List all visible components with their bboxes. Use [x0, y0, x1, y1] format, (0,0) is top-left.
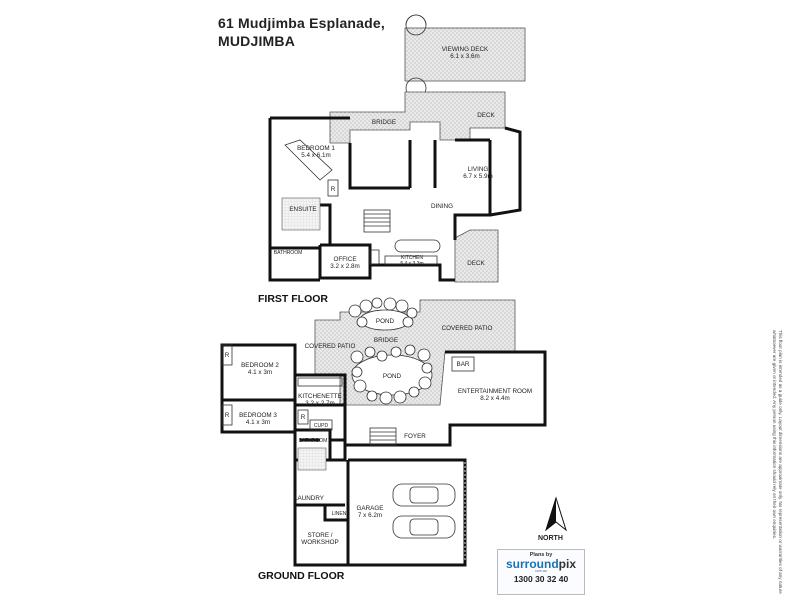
- robe-bedroom3: [221, 404, 233, 426]
- office-label: OFFICE: [333, 256, 356, 263]
- linen-label: LINEN: [332, 511, 347, 517]
- ground-floor-label: GROUND FLOOR: [258, 570, 345, 582]
- living-size: 6.7 x 5.9m: [463, 173, 492, 180]
- bedroom1-wardrobe: [284, 139, 333, 181]
- pantry-first-floor: [369, 249, 380, 265]
- robe-bedroom2-label: R: [225, 352, 230, 359]
- robe-kitchenette-label: R: [301, 414, 306, 421]
- address-line-1: 61 Mudjimba Esplanade,: [218, 15, 385, 31]
- viewing-deck-size: 6.1 x 3.6m: [450, 53, 479, 60]
- bridge-ground-label: BRIDGE: [374, 337, 398, 344]
- first-floor-walls: [268, 116, 522, 282]
- cupd-box: [309, 419, 333, 431]
- robe-kitchenette: [297, 409, 309, 425]
- entertainment-size: 8.2 x 4.4m: [480, 395, 509, 402]
- garage-cars: [392, 483, 456, 539]
- logo-plans-by: Plans by: [529, 552, 553, 558]
- bedroom1-size: 5.4 x 6.1m: [301, 152, 330, 159]
- foyer-label: FOYER: [404, 433, 426, 440]
- robe-first-floor: [327, 179, 339, 197]
- robe-bedroom2: [221, 344, 233, 366]
- store-label: STORE /: [307, 532, 332, 539]
- bedroom3-size: 4.1 x 3m: [246, 419, 270, 426]
- kitchen-label: KITCHEN: [401, 255, 423, 261]
- entertainment-label: ENTERTAINMENT ROOM: [458, 388, 532, 395]
- logo-brand-b: pix: [558, 557, 576, 571]
- garage-size: 7 x 6.2m: [358, 512, 382, 519]
- bathroom-ground-label: BATHROOM: [299, 438, 328, 444]
- side-deck-area: [454, 229, 499, 283]
- laundry-label: LAUNDRY: [294, 495, 325, 502]
- cupd-label: CUPD: [314, 423, 329, 429]
- kitchenette-label: KITCHENETTE: [298, 393, 342, 400]
- north-label: NORTH: [538, 535, 563, 542]
- deck-top-label: DECK: [477, 112, 495, 119]
- disclaimer-text: This floor plan is intended as a guide o…: [772, 330, 783, 594]
- north-arrow-icon: [545, 496, 567, 532]
- covered-patio-left-label: COVERED PATIO: [305, 343, 356, 350]
- pond-top-label: POND: [376, 318, 395, 325]
- bar-label: BAR: [457, 361, 470, 368]
- dining-label: DINING: [431, 203, 453, 210]
- first-floor-label: FIRST FLOOR: [258, 293, 328, 305]
- ensuite-tiles: [281, 197, 321, 231]
- living-label: LIVING: [468, 166, 489, 173]
- bathroom-first-label: BATHROOM: [274, 250, 303, 256]
- logo-brand: surroundpix: [498, 558, 584, 570]
- bridge-first-label: BRIDGE: [372, 119, 396, 126]
- ensuite-label: ENSUITE: [289, 206, 316, 213]
- logo-domain: com.au: [535, 569, 547, 573]
- ground-floor-stairs: [369, 427, 397, 446]
- viewing-deck-label: VIEWING DECK: [442, 46, 489, 53]
- bedroom3-label: BEDROOM 3: [239, 412, 277, 419]
- deck-side-label: DECK: [467, 260, 485, 267]
- first-floor-stairs: [363, 209, 391, 233]
- kitchenette-bench: [297, 377, 343, 387]
- robe-first-label: R: [331, 186, 336, 193]
- pond-rocks: [348, 297, 433, 405]
- covered-patio-right-label: COVERED PATIO: [442, 325, 493, 332]
- robe-bedroom3-label: R: [225, 412, 230, 419]
- workshop-label: WORKSHOP: [301, 539, 338, 546]
- bathroom-ground-tiles: [297, 447, 327, 471]
- bedroom2-label: BEDROOM 2: [241, 362, 279, 369]
- kitchen-island: [384, 239, 441, 265]
- bedroom2-size: 4.1 x 3m: [248, 369, 272, 376]
- bedroom1-label: BEDROOM 1: [297, 145, 335, 152]
- logo-phone: 1300 30 32 40: [513, 574, 569, 584]
- surroundpix-logo: Plans by surroundpix com.au 1300 30 32 4…: [497, 549, 585, 595]
- address-line-2: MUDJIMBA: [218, 33, 296, 49]
- kitchenette-size: 3.2 x 2.7m: [305, 400, 334, 407]
- office-size: 3.2 x 2.8m: [330, 263, 359, 270]
- garage-label: GARAGE: [357, 505, 384, 512]
- kitchen-size: 5.4 x 3.3m: [400, 261, 423, 267]
- logo-brand-a: surround: [505, 557, 559, 571]
- bar-counter: [451, 356, 475, 372]
- bridge-deck-area: [329, 91, 506, 144]
- pond-main-label: POND: [383, 373, 402, 380]
